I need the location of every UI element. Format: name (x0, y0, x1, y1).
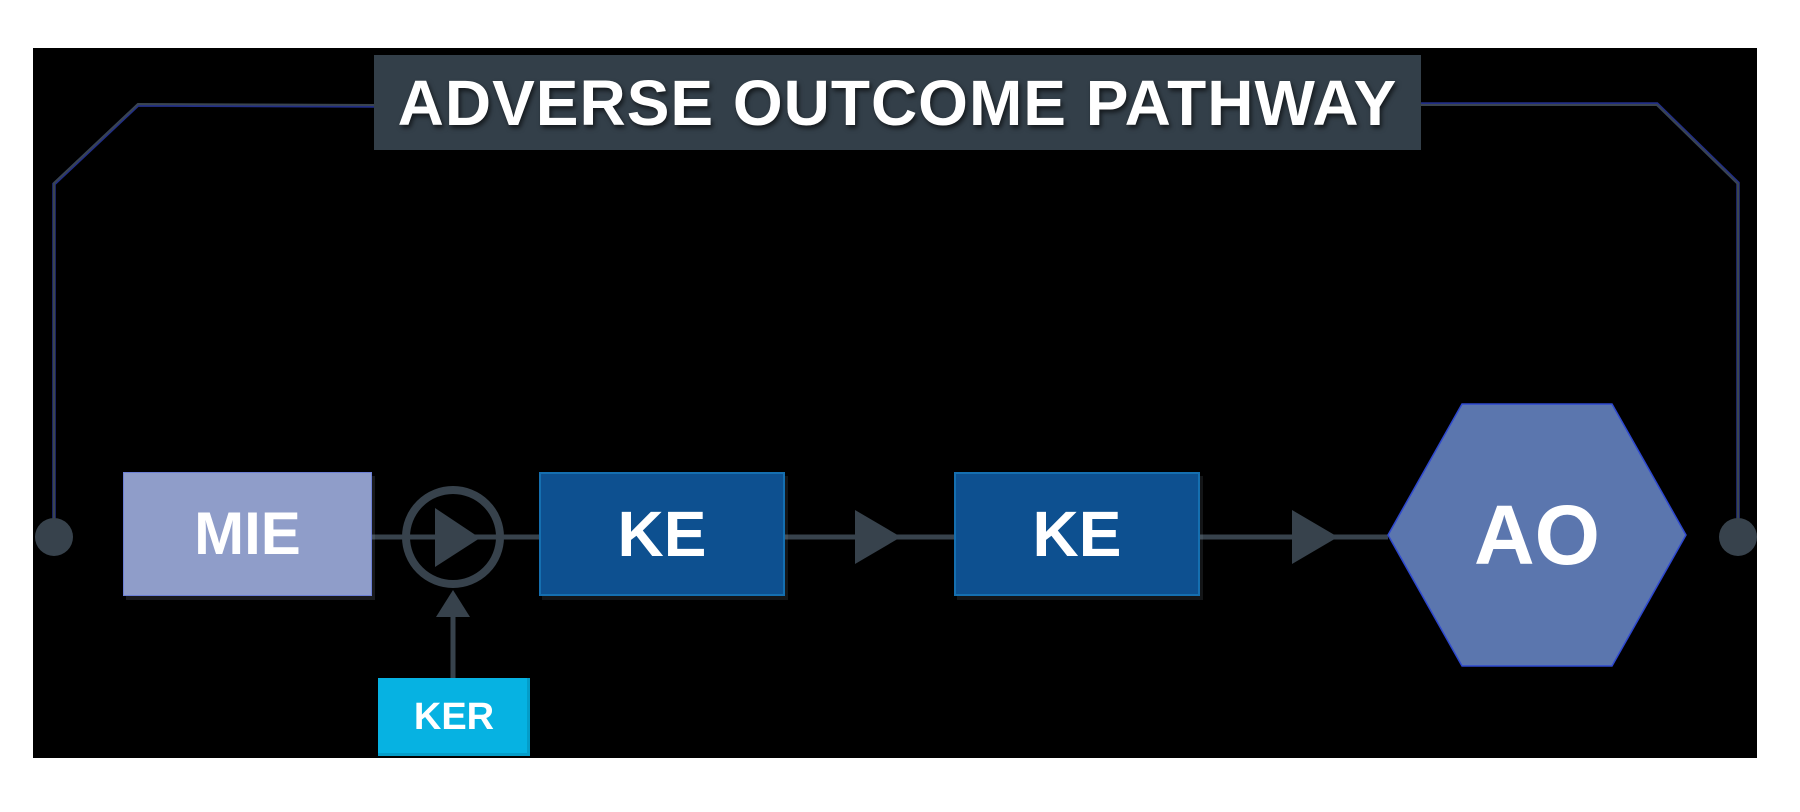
ker-arrowhead-icon (436, 590, 470, 617)
terminal-dot-left-icon (35, 518, 73, 556)
arrowhead-mie-ke-icon (435, 508, 480, 567)
node-mie-label: MIE (194, 500, 301, 567)
node-ker: KER (378, 678, 530, 756)
node-ao: AO (1388, 404, 1686, 666)
diagram-canvas: ADVERSE OUTCOME PATHWAY MIE KE KE AO KER (33, 48, 1757, 758)
node-ker-label: KER (413, 696, 495, 738)
connector-right-line (1421, 104, 1739, 536)
connector-left-line (53, 102, 375, 536)
diagram-overlay (35, 102, 1757, 678)
terminal-dot-right-icon (1719, 518, 1757, 556)
node-ao-label: AO (1474, 488, 1600, 582)
arrowhead-ke-ke-icon (855, 510, 901, 564)
node-mie: MIE (123, 472, 372, 596)
header-bar: ADVERSE OUTCOME PATHWAY (374, 55, 1421, 150)
node-ke-1-label: KE (617, 498, 707, 570)
node-ao-hexagon (1387, 403, 1687, 667)
arrowhead-ke-ao-icon (1292, 510, 1338, 564)
node-ke-2-label: KE (1032, 498, 1122, 570)
feedback-loop-circle-icon (402, 486, 504, 588)
node-ke-2: KE (954, 472, 1200, 596)
diagram-title: ADVERSE OUTCOME PATHWAY (397, 66, 1398, 139)
node-ke-1: KE (539, 472, 785, 596)
